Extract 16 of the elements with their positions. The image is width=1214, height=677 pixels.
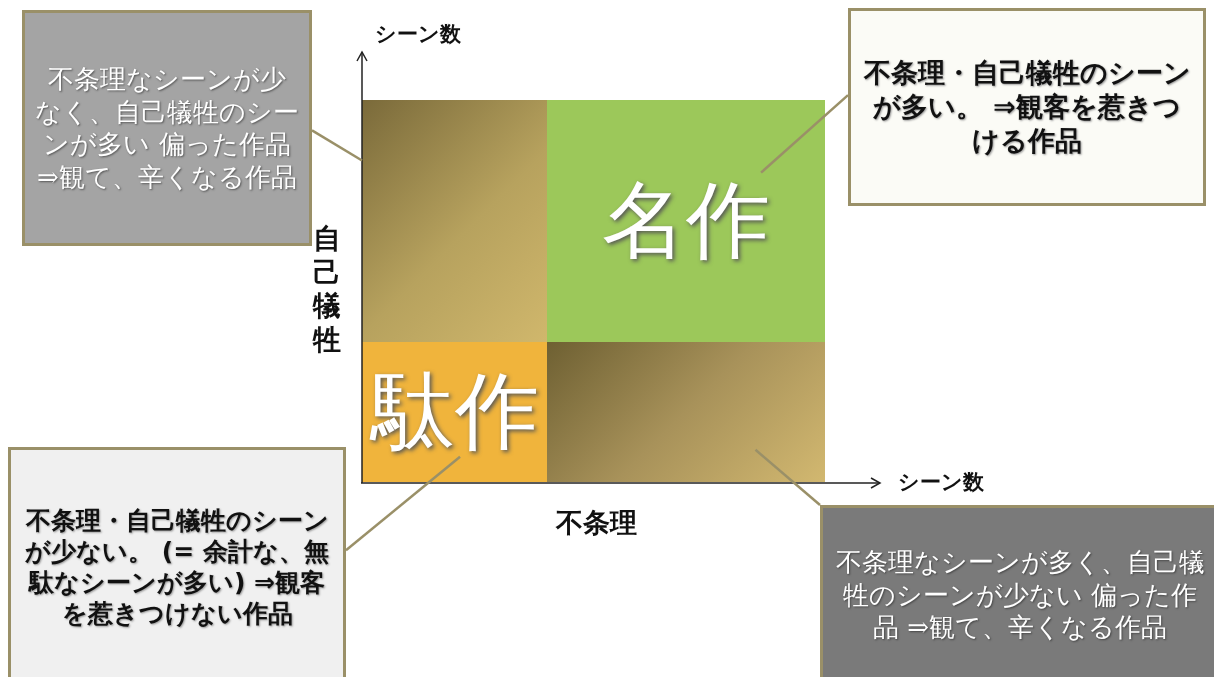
- callout-box: 不条理・自己犠牲のシーンが少ない。 (= 余計な、無駄なシーンが多い) ⇒観客を惹きつけない作品: [8, 447, 346, 677]
- axis-label: 不条理: [556, 506, 637, 540]
- leader-line: [754, 448, 821, 506]
- quadrant-box: 駄作: [362, 342, 547, 482]
- leader-line: [311, 129, 363, 162]
- axis-label: シーン数: [898, 469, 984, 496]
- callout-box: 不条理・自己犠牲のシーンが多い。 ⇒観客を惹きつける作品: [848, 8, 1206, 206]
- callout-box: 不条理なシーンが少なく、自己犠牲のシーンが多い 偏った作品 ⇒観て、辛くなる作品: [22, 10, 312, 246]
- axis-label: 自己犠牲: [313, 222, 342, 357]
- quadrant-box: [362, 100, 547, 342]
- quadrant-box: 名作: [547, 100, 825, 342]
- callout-box: 不条理なシーンが多く、自己犠牲のシーンが少ない 偏った作品 ⇒観て、辛くなる作品: [820, 505, 1214, 677]
- axis-label: シーン数: [375, 21, 461, 48]
- quadrant-box: [547, 342, 825, 482]
- leader-line: [760, 94, 849, 174]
- leader-line: [345, 455, 461, 552]
